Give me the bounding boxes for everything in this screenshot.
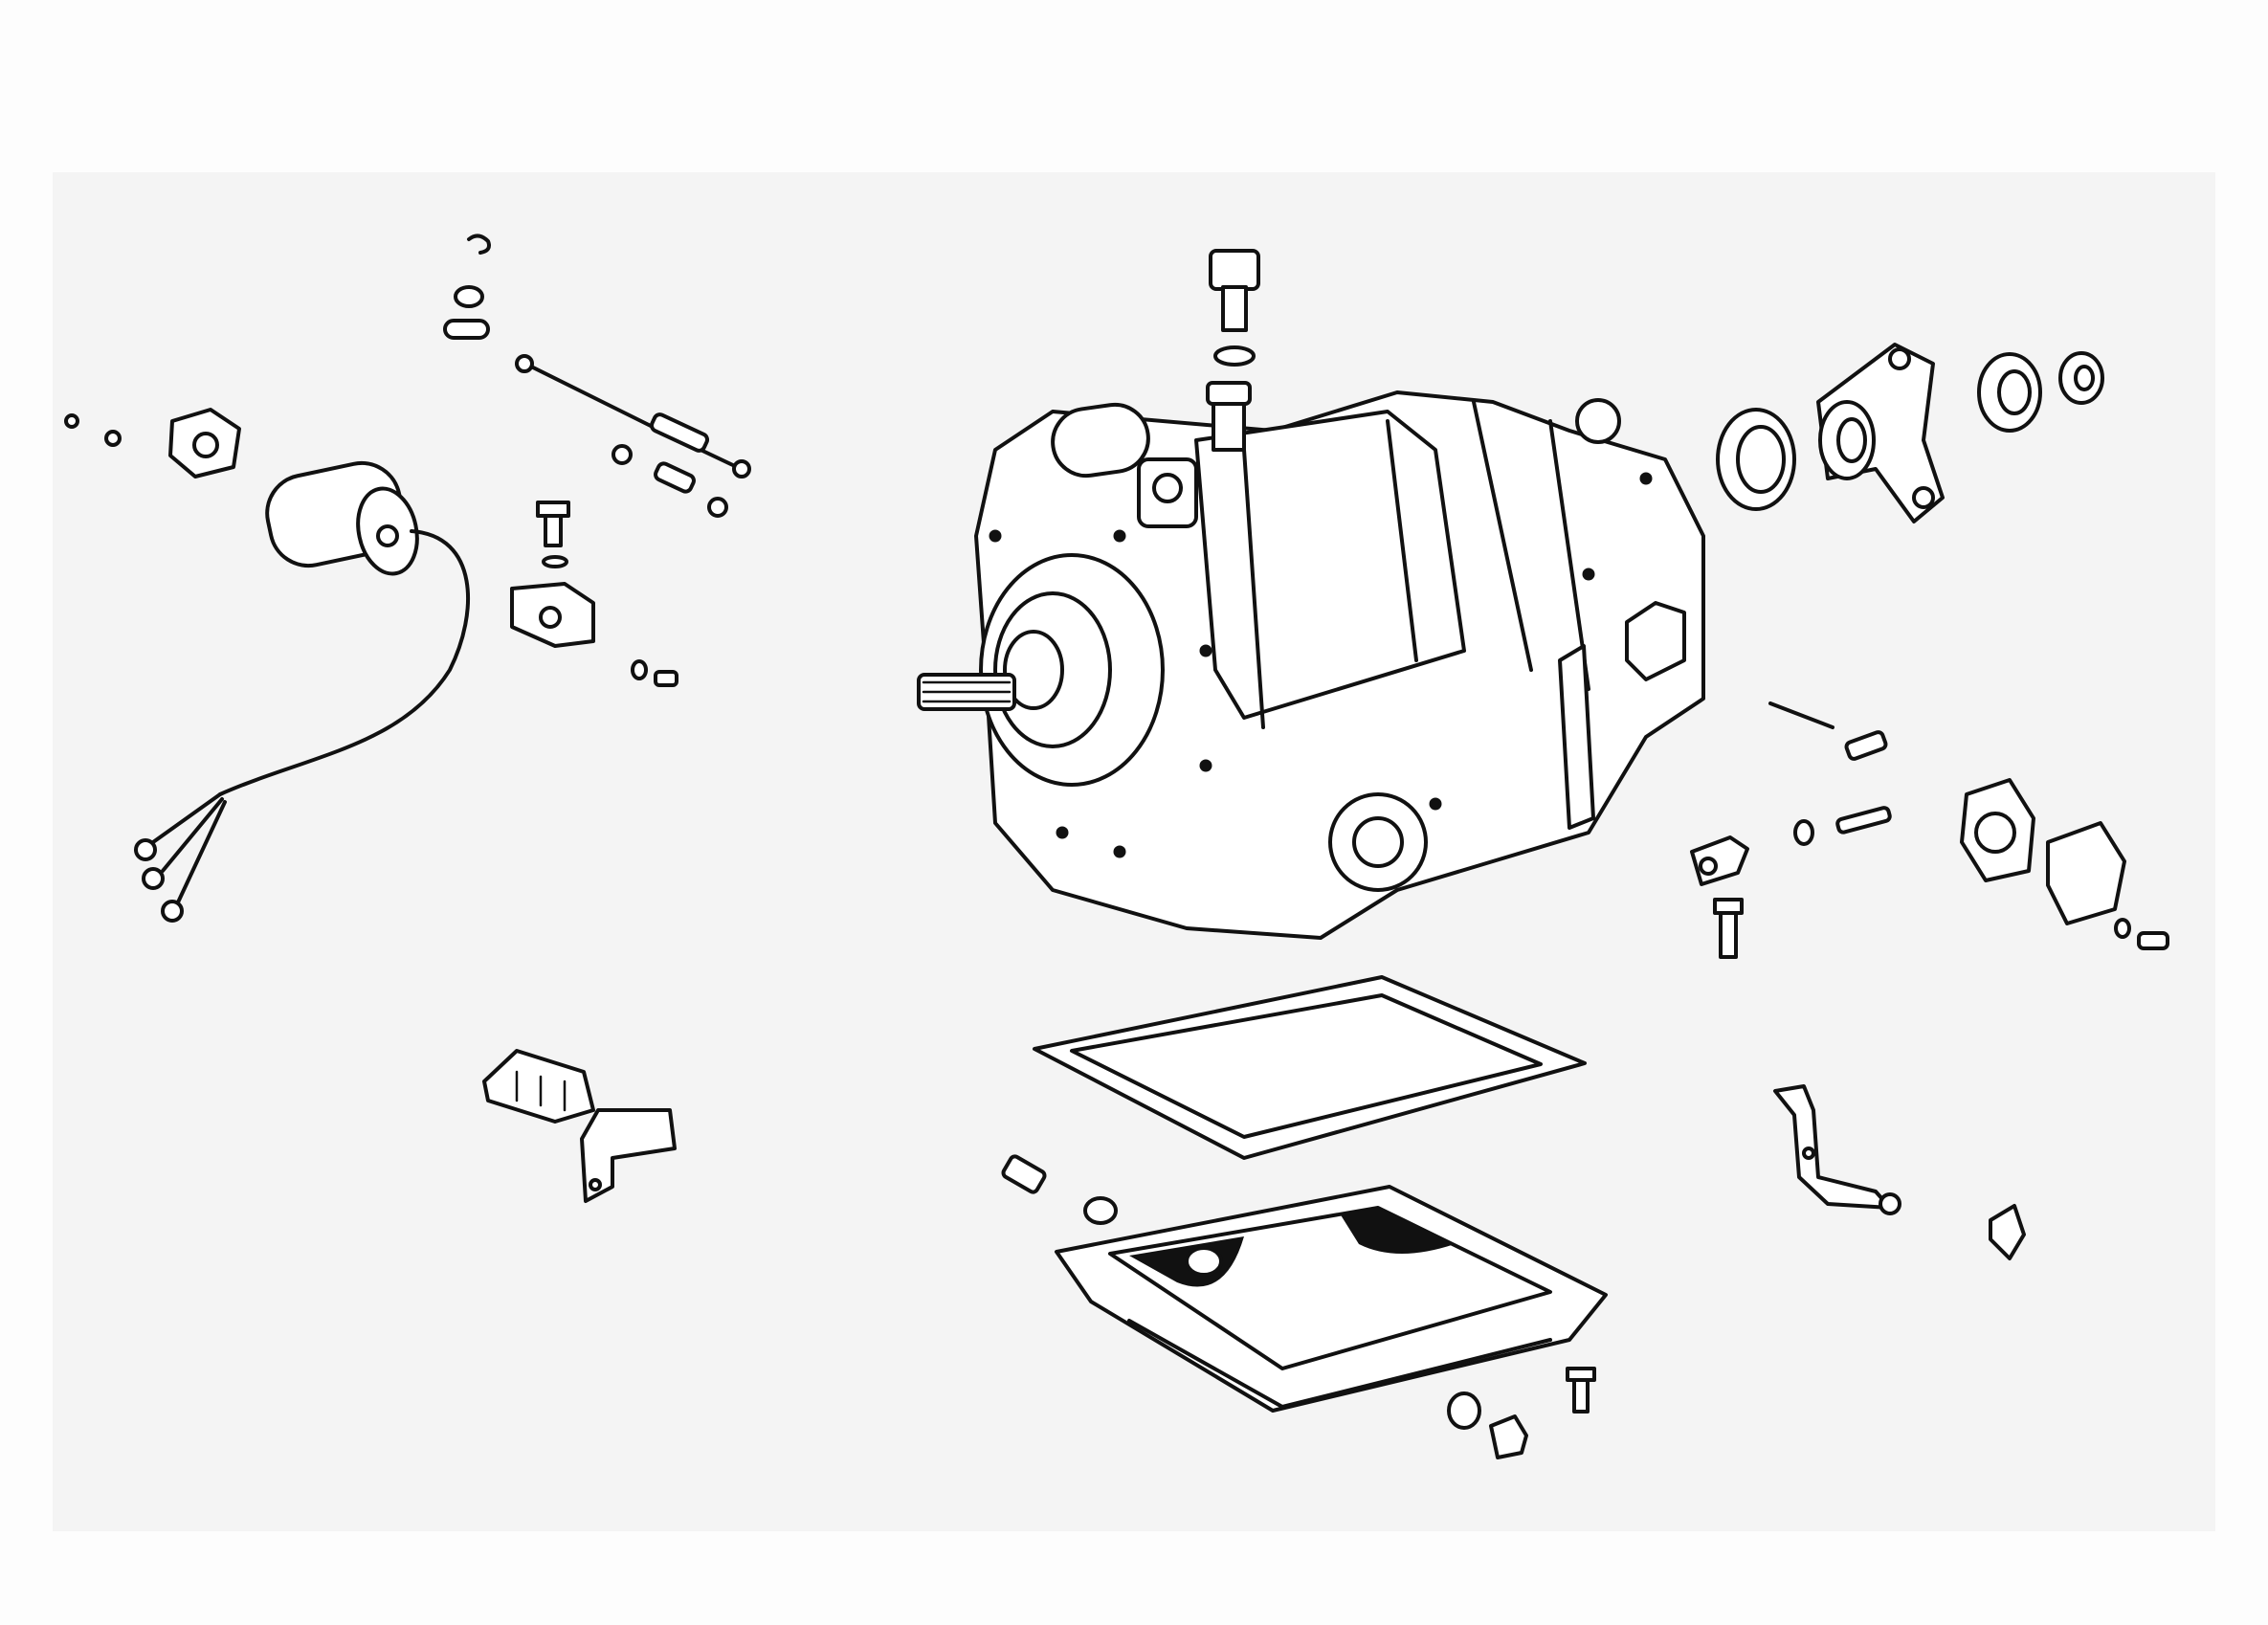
breather-bolt — [1209, 249, 1260, 367]
oil-pan — [1055, 1185, 1608, 1413]
output-flange — [1716, 343, 2104, 523]
solenoid — [64, 408, 471, 923]
speedo-drive-parts — [1690, 701, 1892, 959]
clip — [482, 1049, 595, 1124]
shift-cable — [443, 234, 751, 518]
drain-plug — [1001, 1154, 1596, 1459]
bracket — [510, 501, 678, 687]
cover-gaskets — [1960, 778, 2169, 950]
plate — [580, 1108, 677, 1203]
transmission-housing — [917, 381, 1705, 940]
oil-pan-gasket — [1033, 975, 1587, 1160]
bracket-right — [1773, 1084, 2026, 1260]
